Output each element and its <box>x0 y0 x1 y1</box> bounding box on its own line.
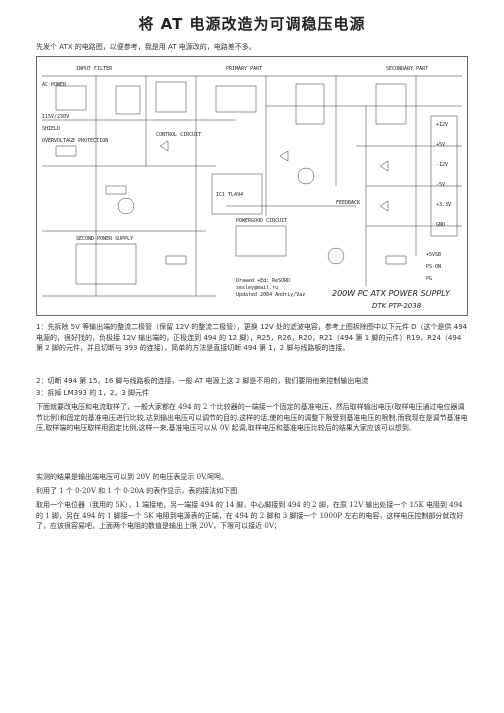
wiring-paragraph: 取用一个电位器（我用的 5K），1 端接地，另一端接 494 的 14 脚，中心… <box>36 501 464 530</box>
intro-text: 先发个 ATX 的电路图，以便参考，我是用 AT 电源改的，电路差不多。 <box>36 43 256 51</box>
step-2-paragraph: 2：切断 494 第 15，16 脚与线路板的连接，一般 AT 电源上这 2 脚… <box>36 377 369 385</box>
step-1-paragraph: 1：先拆除 5V 等输出端的整流二极管（保留 12V 的整流二极管），更换 12… <box>36 323 468 352</box>
label-vout-12: +12V <box>436 122 448 128</box>
step-3-paragraph: 3：拆掉 LM393 的 1，2，3 脚元件 <box>36 389 150 397</box>
figure-credit-2: sesley@mail.ru <box>236 285 278 291</box>
label-vout-m5: -5V <box>436 182 445 188</box>
figure-credit-1: Drawed +Ed: ReSORD <box>236 278 290 284</box>
label-primary-part: PRIMARY PART <box>226 66 262 72</box>
label-feedback: FEEDBACK <box>336 200 360 206</box>
label-shield: SHIELD <box>42 126 60 132</box>
meter-paragraph: 利用了 1 个 0-20V 和 1 个 0-20A 的表作显示，表的接法如下图 <box>36 487 238 495</box>
label-overvoltage: OVERVOLTAGE PROTECTION <box>42 138 108 144</box>
label-secondary-part: SECONDARY PART <box>386 66 428 72</box>
label-powergood: POWERGOOD CIRCUIT <box>236 218 287 224</box>
label-vout-33: +3.3V <box>436 202 451 208</box>
figure-model: DTK PTP-2038 <box>372 302 422 310</box>
page-title: 将 AT 电源改造为可调稳压电源 <box>138 15 366 33</box>
label-gnd: GND <box>436 222 445 228</box>
label-sb5: +5VSB <box>426 252 441 258</box>
label-second-power-supply: SECOND POWER SUPPLY <box>76 236 133 242</box>
circuit-schematic-figure: INPUT FILTER AC POWER 115V/230V PRIMARY … <box>36 56 468 316</box>
label-ac-power: AC POWER <box>42 82 67 88</box>
label-voltage-select: 115V/230V <box>42 114 69 120</box>
label-pson: PS-ON <box>426 264 441 270</box>
label-ic-main: IC1 TL494 <box>216 192 243 198</box>
result-paragraph: 实测的结果是输出端电压可以到 20V 的电压表显示 0V,呵呵。 <box>36 473 229 481</box>
explanation-paragraph: 下面就要改电压和电流取样了，一般大家都在 494 的 2 个比较器的一端接一个固… <box>36 403 468 432</box>
label-vout-m12: -12V <box>436 162 448 168</box>
label-control-circuit: CONTROL CIRCUIT <box>156 132 201 138</box>
label-input-filter: INPUT FILTER <box>76 66 113 72</box>
label-vout-5: +5V <box>436 142 445 148</box>
label-pg: PG <box>426 276 432 282</box>
figure-credit-3: Updated 2004 Andriy/Vaz <box>236 292 305 298</box>
figure-caption: 200W PC ATX POWER SUPPLY <box>332 289 451 298</box>
